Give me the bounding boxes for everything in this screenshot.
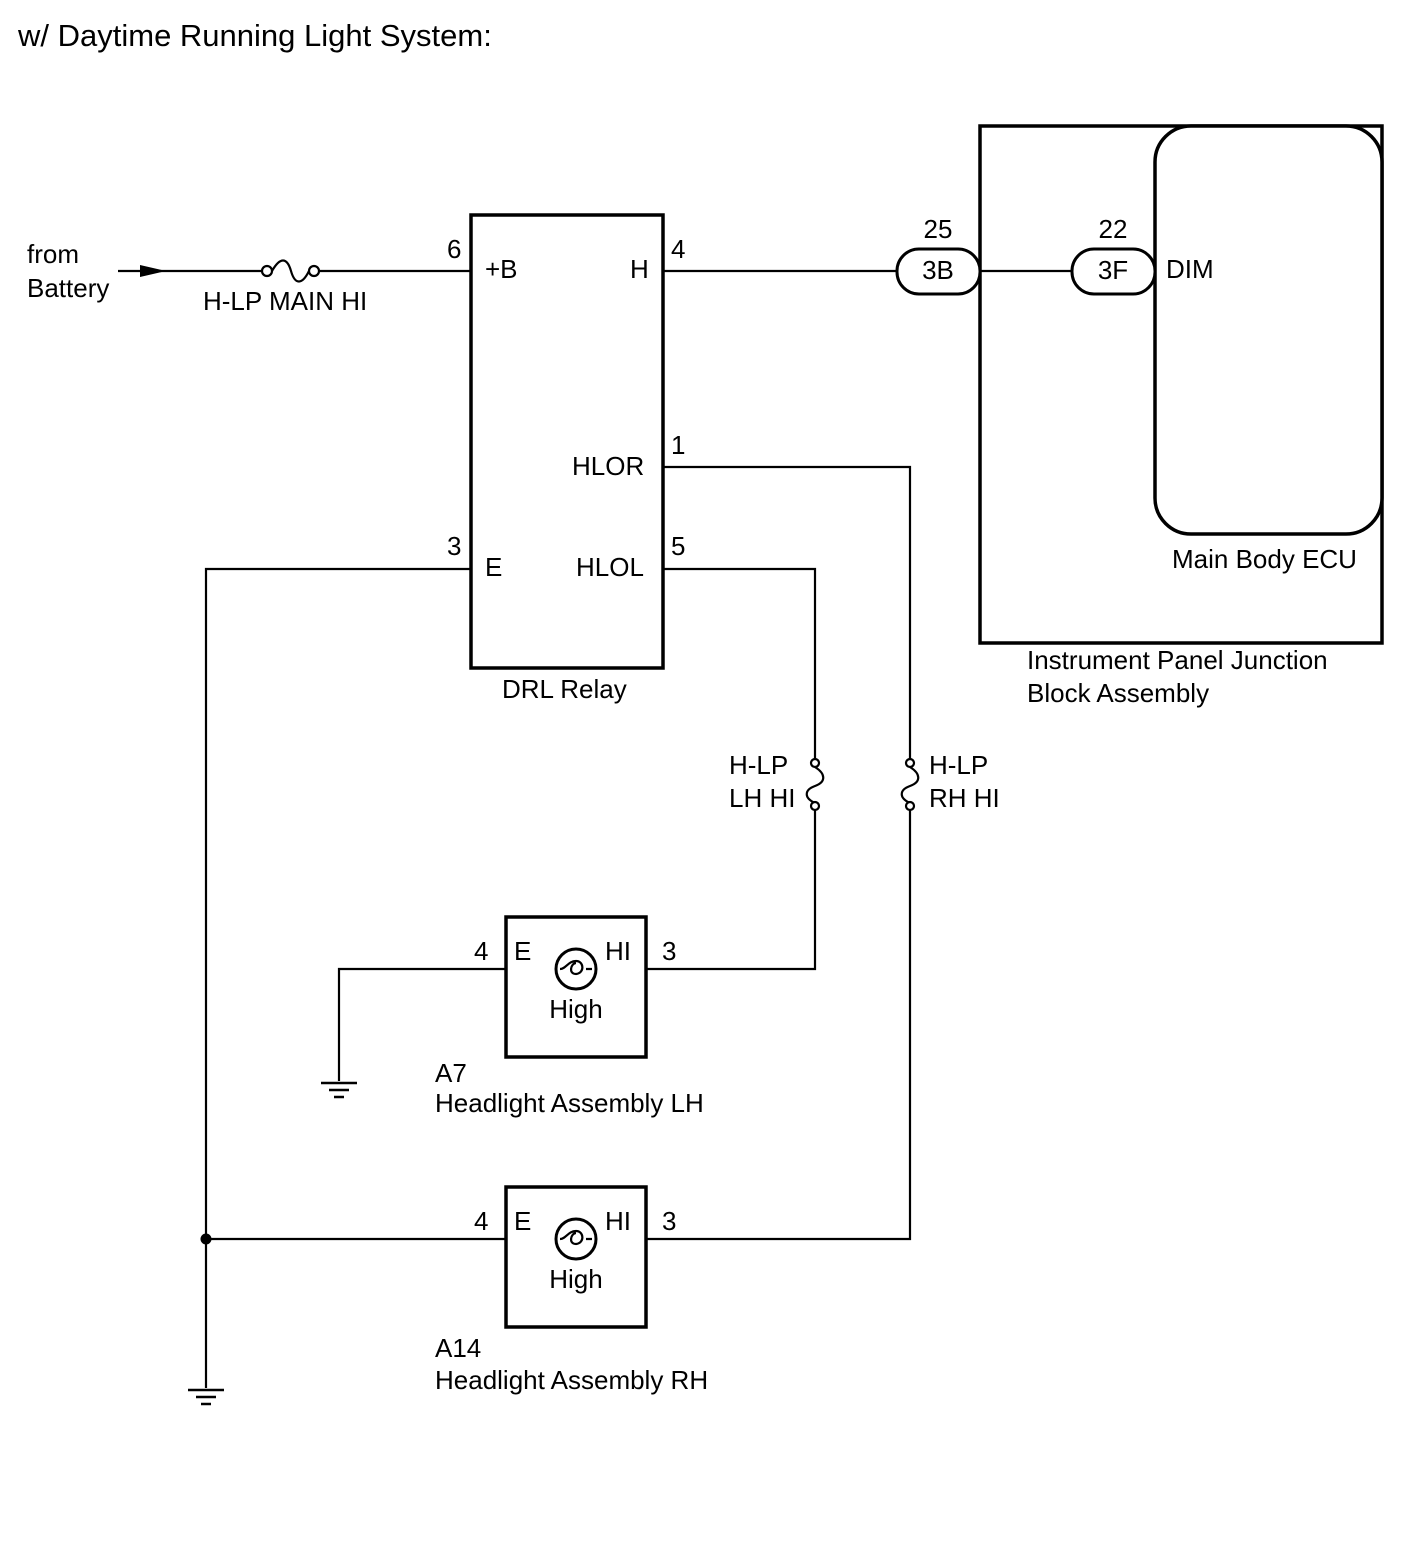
pin-number: 5 [671,531,685,561]
pin-number: 3 [447,531,461,561]
connector-code: 3B [922,255,954,285]
pin-label: +B [485,254,518,284]
connector-3f [1070,247,1157,296]
headlight-rh: High E HI 4 3 A14 Headlight Assembly RH [435,1185,708,1395]
pin-number: 3 [662,1206,676,1236]
rh-fuse-label-line2: RH HI [929,783,1000,813]
pin-number: 1 [671,430,685,460]
hlol-circuit: H-LP LH HI [646,567,825,971]
headlight-name: Headlight Assembly RH [435,1365,708,1395]
connector-pin: 25 [924,214,953,244]
ecu-terminal-label: DIM [1166,254,1214,284]
fuse-icon [900,766,920,805]
pin-number: 4 [671,234,685,264]
headlight-name: Headlight Assembly LH [435,1088,704,1118]
pin-number: 3 [662,936,676,966]
rh-fuse-label-line1: H-LP [929,750,988,780]
lh-fuse-label-line2: LH HI [729,783,795,813]
wire-lh-e-ground [337,967,506,1081]
bulb-icon [554,947,598,991]
pin-label: E [514,1206,531,1236]
pin-label: E [514,936,531,966]
bulb-icon [554,1217,598,1261]
pin-label: HLOL [576,552,644,582]
bulb-label: High [549,1264,602,1294]
fuse-icon [805,766,825,805]
connector-pin: 22 [1099,214,1128,244]
headlight-code: A14 [435,1333,481,1363]
drl-relay-box [469,213,665,670]
fuse-terminal-icon [307,264,321,278]
junction-block-name-line1: Instrument Panel Junction [1027,645,1328,675]
wire-hlol [663,567,817,760]
hlor-circuit: H-LP RH HI [646,465,1000,1241]
connector-3b [895,247,982,296]
source-label-line2: Battery [27,273,109,303]
pin-label: HI [605,936,631,966]
main-body-ecu-name: Main Body ECU [1172,544,1357,574]
fuse-icon [271,259,310,283]
diagram-title: w/ Daytime Running Light System: [17,18,492,53]
fuse-terminal-icon [809,757,821,769]
drl-relay-name: DRL Relay [502,674,627,704]
bulb-label: High [549,994,602,1024]
pin-number: 4 [474,1206,488,1236]
source-label-line1: from [27,239,79,269]
pin-label: E [485,552,502,582]
fuse-terminal-icon [260,264,274,278]
bulb-filament-icon [559,959,592,976]
main-fuse: H-LP MAIN HI [160,259,471,316]
connector-code: 3F [1098,255,1128,285]
headlight-code: A7 [435,1058,467,1088]
pin-label: HLOR [572,451,644,481]
fuse-terminal-icon [904,757,916,769]
wire-rh-hi [646,810,912,1241]
splice-point-icon [200,1233,212,1245]
main-fuse-label: H-LP MAIN HI [203,286,367,316]
wire-relay-e-ground [204,567,471,1388]
drl-relay: DRL Relay 6 +B 4 H 1 HLOR 3 E 5 HLOL [447,213,685,704]
source-arrow-icon [140,265,166,277]
junction-block: Main Body ECU DIM Instrument Panel Junct… [895,124,1384,708]
fuse-terminal-icon [809,800,821,812]
main-body-ecu-box [1153,124,1384,536]
fuse-terminal-icon [904,800,916,812]
battery-source: from Battery [27,239,166,303]
pin-number: 4 [474,936,488,966]
bulb-filament-icon [559,1229,592,1246]
pin-number: 6 [447,234,461,264]
lh-fuse-label-line1: H-LP [729,750,788,780]
wire-hlor [663,465,912,760]
junction-block-name-line2: Block Assembly [1027,678,1209,708]
pin-label: H [630,254,649,284]
headlight-lh: High E HI 4 3 A7 Headlight Assembly LH [321,915,704,1118]
pin-label: HI [605,1206,631,1236]
relay-ground-circuit [188,567,506,1406]
wire-lh-hi [646,810,817,971]
